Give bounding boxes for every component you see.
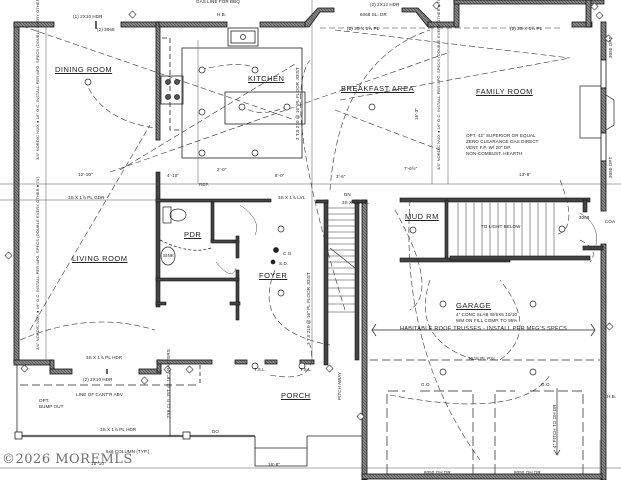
note-hdr-foyer: 3S X 1⅞ LVL: [278, 195, 306, 200]
stairs: [328, 203, 555, 313]
note-fireplace-1: OPT. 42" SUPERIOR OR EQUAL: [466, 133, 536, 138]
note-slider-door: 6068 SL. DR: [360, 12, 387, 17]
note-fireplace-2: ZERO CLEARANCE GAS DIRECT: [466, 139, 539, 144]
dim-pdr-3: 8'-0": [275, 173, 285, 178]
note-sd: S.D.: [279, 261, 289, 266]
dim-breakfast: 3'-6": [336, 174, 346, 179]
note-beam-family: (2) 3S X 1⅞ PL: [510, 26, 543, 31]
note-co: C.O.: [283, 251, 293, 256]
note-wall-joist-family: 3/4" NORDIC NWX ● 16" O.C. INSTALL PER M…: [436, 0, 441, 170]
note-hdr-living: 3S X 1⅞ PL GDR: [68, 195, 105, 200]
note-coa: COA: [605, 219, 616, 224]
dim-bottom-left: 15'-10": [91, 461, 106, 466]
room-label-mud: MUD RM: [405, 212, 439, 221]
light-fixtures: [84, 66, 566, 376]
room-label-dining: DINING ROOM: [55, 65, 113, 74]
note-window-dining: (2) 3068: [97, 27, 115, 32]
note-window-family-2: 3050 OPT: [608, 156, 613, 178]
note-do: DO: [212, 429, 219, 434]
note-cantilever: LINE OF CANT'R ABV: [76, 392, 123, 397]
door-swings: [95, 21, 597, 374]
dim-pdr-1: 4'-10": [167, 173, 180, 178]
dim-pdr-2: 2'-0": [217, 167, 227, 172]
note-hb-top: H.B.: [217, 12, 227, 17]
note-light-below: TO LIGHT BELOW: [481, 224, 521, 229]
note-porch-rafters: 2X6 CLG JST @ 16" / RAFTERS: [166, 349, 171, 418]
dim-family: 13'-8": [519, 172, 532, 177]
note-hb-garage: H.B.: [607, 394, 617, 399]
note-oh-door-2: 8050 OH DR: [514, 470, 541, 475]
note-pitch-porch: PITCH AWAY: [337, 371, 342, 400]
note-floor-joist-foyer: 3 TJI 210 @ 16" PL FLOOR JOIST: [306, 272, 311, 345]
note-oh-door-1: 8050 OH DR: [424, 470, 451, 475]
note-bump-out: BUMP OUT: [39, 404, 64, 409]
dim-mud: 7'-6½": [404, 166, 418, 171]
note-hdr-bump: (2) 2X10 HDR: [83, 377, 113, 382]
note-wall-joist-bottom: 3/4" NORDIC NWX ● 16" O.C. INSTALL PER M…: [35, 176, 40, 350]
note-ref: REF.: [199, 182, 210, 187]
note-fireplace-4: NON-COMBUST. HEARTH: [466, 151, 523, 156]
note-dn: DN: [344, 192, 351, 197]
note-gas-line: GAS LINE FOR BBQ: [196, 0, 240, 4]
porch-details: [14, 365, 362, 467]
note-hdr-dining: (1) 2X10 HDR: [73, 14, 103, 19]
dim-bottom-right: 16'-8": [268, 462, 281, 467]
pdr-fixtures: [159, 206, 212, 266]
interior-walls: [155, 171, 604, 366]
note-tsl-2: T.S.L.: [300, 367, 313, 372]
note-opt: OPT.: [39, 398, 50, 403]
note-sink: SINK: [163, 253, 174, 258]
note-go-2: G.O.: [541, 382, 551, 387]
note-door-3068: 3068: [579, 215, 590, 220]
room-label-pdr: PDR: [184, 230, 202, 239]
note-hdr-living-bottom: 3S X 1⅞ PL HDR: [86, 355, 123, 360]
note-lvl-stair: 3S X 1⅞ LVL: [342, 200, 370, 205]
note-porch-header: 3S X 1⅞ PL HDR: [100, 427, 137, 432]
note-pitch-garage: 4" PITCH TO OH DR: [552, 404, 557, 448]
room-label-living: LIVING ROOM: [72, 254, 128, 263]
room-label-garage: GARAGE: [456, 301, 492, 310]
electrical-wiring: [19, 25, 594, 461]
note-beam-breakfast: (2) 3S X 1⅞ PL: [347, 26, 380, 31]
window-tags: [4, 1, 614, 421]
note-garage-header: 7X18 PL PSL: [468, 356, 496, 361]
room-label-breakfast: BREAKFAST AREA: [341, 84, 415, 93]
note-go-1: G.O.: [421, 382, 431, 387]
room-label-foyer: FOYER: [259, 271, 288, 280]
garage-details: [370, 323, 600, 474]
room-label-porch: PORCH: [281, 391, 311, 400]
watermark: ©2026 MOREMLS: [2, 452, 133, 467]
note-wall-joist-top: 3/4" NORDIC NWX ● 16" O.C. INSTALL PER M…: [35, 0, 40, 160]
note-hdr-top: (2) 2X12 HDR: [370, 2, 400, 7]
note-column: 6x6 COLUMN (TYP.): [106, 449, 150, 454]
note-habitable-trusses: HABITABLE ROOF TRUSSES - INSTALL PER MFG…: [400, 326, 568, 332]
kitchen-fixtures: [160, 27, 306, 159]
note-garage-slab-1: 4" CONC SLAB W/6X6 10/10: [456, 312, 518, 317]
fireplace: [579, 85, 615, 139]
room-label-kitchen: KITCHEN: [248, 74, 285, 83]
note-tsl-1: T.S.L.: [254, 367, 267, 372]
note-fireplace-3: VENT F.P. W/ 20" DP.: [466, 145, 512, 150]
note-floor-joist-kitchen: 3 TJI 210 @ 16" PL FLOOR JOIST: [295, 67, 300, 140]
dim-family-height: 16'-3": [414, 107, 419, 120]
dim-living-width: 12'-10": [78, 172, 93, 177]
note-garage-slab-2: WM ON FILL COMP. TO 95%: [456, 318, 518, 323]
note-window-family-1: 3050 OPT: [608, 36, 613, 58]
room-label-family: FAMILY ROOM: [476, 87, 533, 96]
